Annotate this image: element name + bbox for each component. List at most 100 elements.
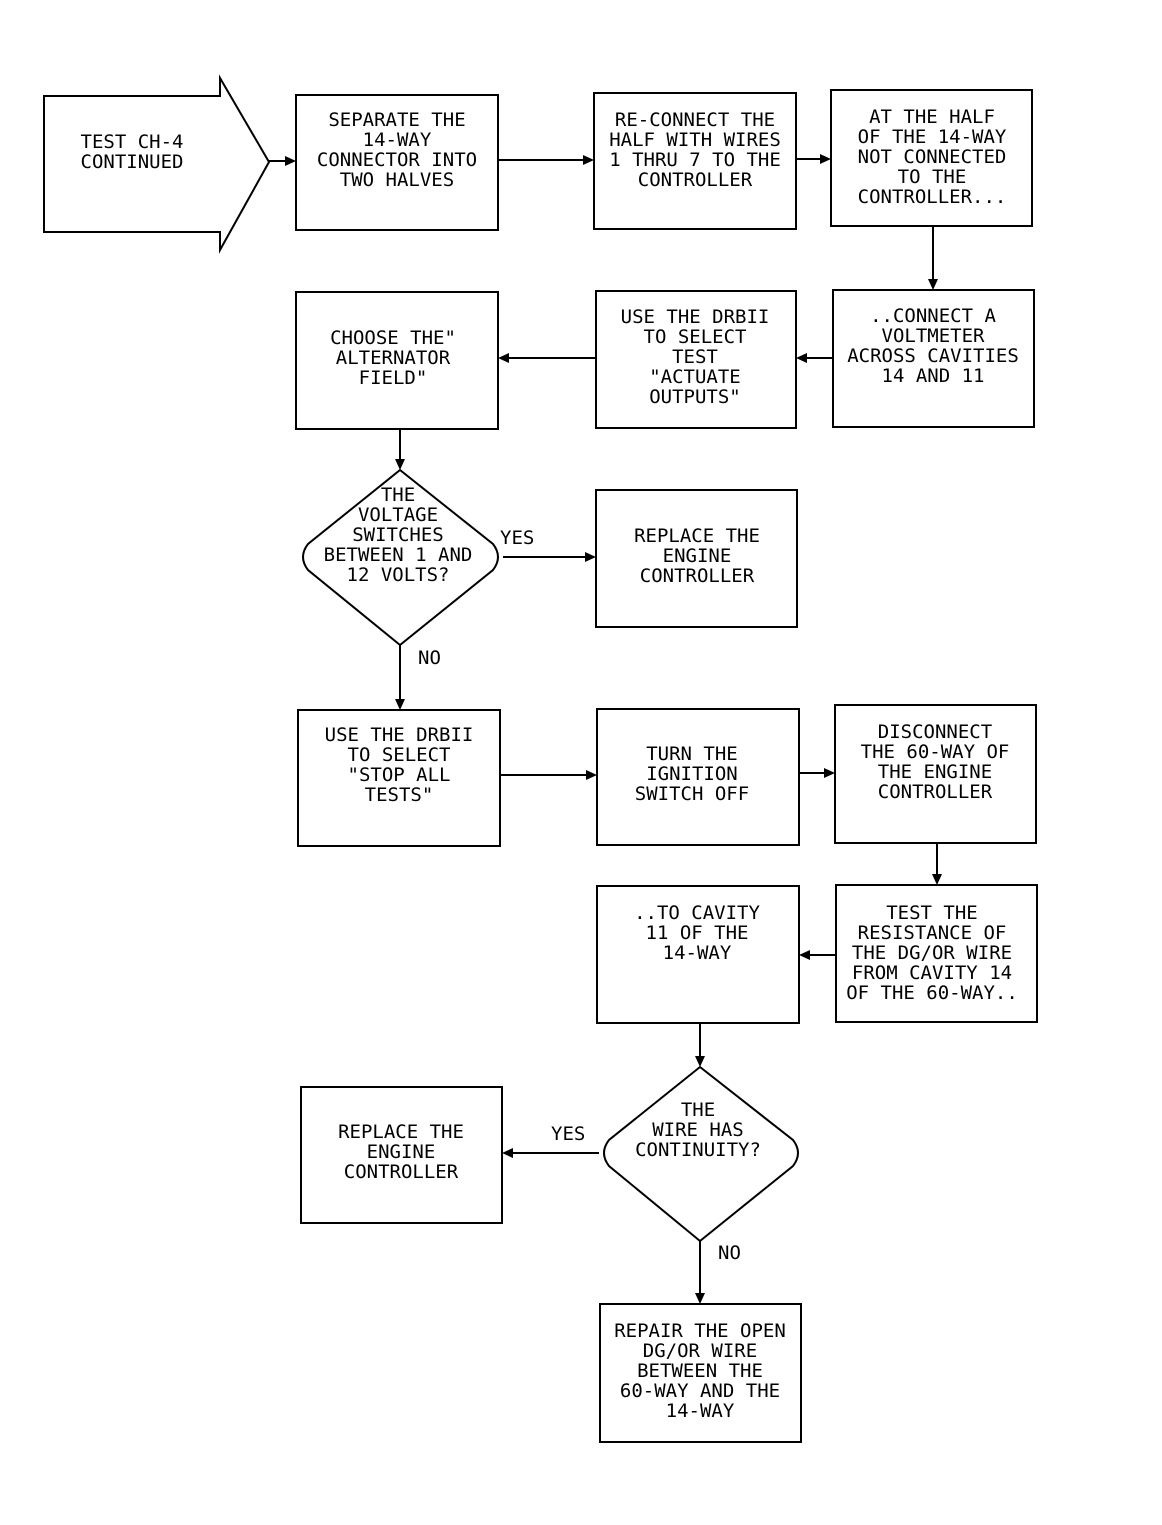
node-text-line: NOT CONNECTED <box>858 146 1007 168</box>
node-text-line: TO SELECT <box>644 326 747 348</box>
node-text-line: 14 AND 11 <box>882 365 985 387</box>
no-label-1: NO <box>418 647 441 669</box>
node-text-line: OUTPUTS" <box>649 386 741 408</box>
node-text-line: 11 OF THE <box>646 922 749 944</box>
node-text-line: CONTROLLER <box>878 781 993 803</box>
no-label-2: NO <box>718 1242 741 1264</box>
node-text-line: ACROSS CAVITIES <box>847 345 1019 367</box>
node-text-line: VOLTAGE <box>358 504 438 526</box>
node-text-line: "ACTUATE <box>649 366 741 388</box>
node-text-line: DG/OR WIRE <box>643 1340 757 1362</box>
node-text-line: 12 VOLTS? <box>347 564 450 586</box>
node-text-line: IGNITION <box>646 763 738 785</box>
node-text-line: ALTERNATOR <box>336 347 451 369</box>
node-text-line: "STOP ALL <box>348 764 451 786</box>
node-text-line: 1 THRU 7 TO THE <box>609 149 781 171</box>
node-text-line: USE THE DRBII <box>325 724 474 746</box>
node-text-line: BETWEEN THE <box>637 1360 763 1382</box>
edge-voltmeter-to-actuate <box>796 353 833 363</box>
edge-resistance-to-cavity <box>799 950 836 960</box>
node-text-line: CONTROLLER <box>640 565 755 587</box>
node-text-line: TESTS" <box>365 784 434 806</box>
edge-separate-to-reconnect <box>498 155 594 165</box>
node-text-line: CONTINUED <box>81 151 184 173</box>
node-text-line: FROM CAVITY 14 <box>852 962 1012 984</box>
node-text-line: CONTINUITY? <box>635 1139 761 1161</box>
node-text-line: BETWEEN 1 AND <box>324 544 473 566</box>
edge-start-to-separate <box>269 156 296 166</box>
node-text-line: SWITCH OFF <box>635 783 749 805</box>
edge-actuate-to-choose <box>498 353 596 363</box>
edge-decision2-no <box>695 1241 705 1304</box>
node-text-line: USE THE DRBII <box>621 306 770 328</box>
node-text-line: CONTROLLER <box>638 169 753 191</box>
node-text-line: ..TO CAVITY <box>634 902 760 924</box>
node-text-line: AT THE HALF <box>869 106 995 128</box>
edge-athalf-to-voltmeter <box>928 226 938 290</box>
node-text-line: OF THE 14-WAY <box>858 126 1007 148</box>
node-text-line: CONTROLLER <box>344 1161 459 1183</box>
node-text-line: TO THE <box>898 166 967 188</box>
node-text-line: FIELD" <box>359 367 428 389</box>
node-text-line: OF THE 60-WAY.. <box>846 982 1018 1004</box>
node-text-line: THE ENGINE <box>878 761 992 783</box>
node-text-line: TEST THE <box>886 902 978 924</box>
node-text-line: REPLACE THE <box>634 525 760 547</box>
node-text-line: RESISTANCE OF <box>858 922 1007 944</box>
node-text-line: THE <box>381 484 415 506</box>
edge-reconnect-to-athalf <box>796 154 831 164</box>
node-text-line: TURN THE <box>646 743 738 765</box>
node-text-line: HALF WITH WIRES <box>609 129 781 151</box>
node-text-line: REPLACE THE <box>338 1121 464 1143</box>
node-text-line: ..CONNECT A <box>870 305 996 327</box>
edge-ignition-to-disconnect <box>799 768 835 778</box>
node-text-line: ENGINE <box>367 1141 436 1163</box>
node-text-line: THE DG/OR WIRE <box>852 942 1012 964</box>
node-text-line: VOLTMETER <box>882 325 986 347</box>
edge-decision2-yes <box>502 1148 599 1158</box>
node-text-line: CONTROLLER... <box>858 186 1007 208</box>
node-text-line: DISCONNECT <box>878 721 992 743</box>
node-text-line: 14-WAY <box>663 942 732 964</box>
node-text-line: TWO HALVES <box>340 169 454 191</box>
node-text-line: ENGINE <box>663 545 732 567</box>
node-text-line: RE-CONNECT THE <box>615 109 775 131</box>
node-text-line: 60-WAY AND THE <box>620 1380 780 1402</box>
node-text-line: THE <box>681 1099 715 1121</box>
edge-disconnect-to-resistance <box>932 843 942 885</box>
yes-label-2: YES <box>551 1123 585 1145</box>
node-text-line: SEPARATE THE <box>328 109 465 131</box>
edge-stop-to-ignition <box>500 770 597 780</box>
node-text-line: 14-WAY <box>363 129 432 151</box>
node-text-line: CHOOSE THE" <box>330 327 456 349</box>
